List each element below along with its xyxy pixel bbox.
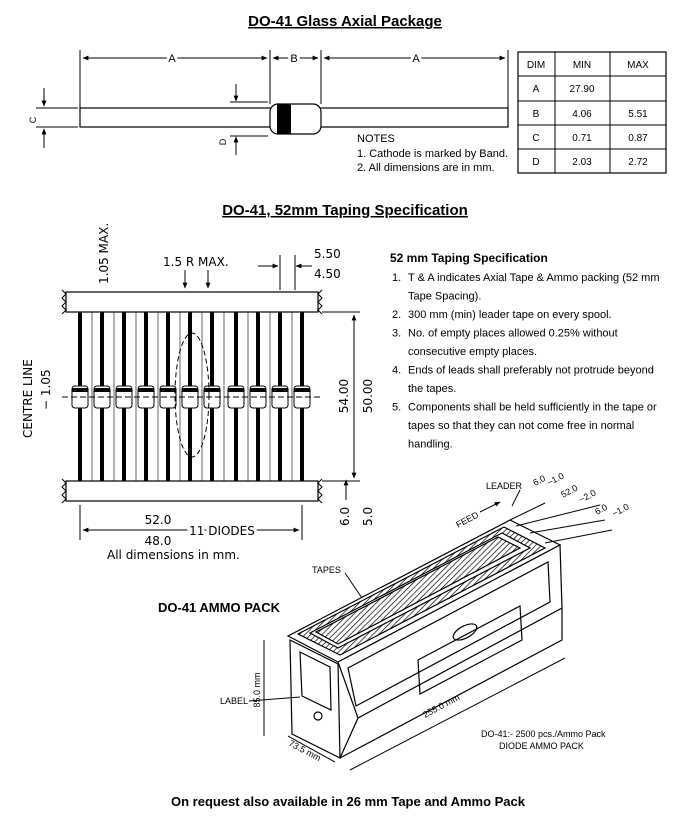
table-cell: 4.06 bbox=[572, 109, 592, 120]
table-cell: 0.87 bbox=[628, 133, 648, 144]
tape-diode-band bbox=[72, 388, 88, 392]
table-cell: C bbox=[532, 133, 539, 144]
table-cell: 0.71 bbox=[572, 133, 592, 144]
table-cell: D bbox=[532, 157, 539, 168]
spec-item-number: 3. bbox=[392, 328, 401, 340]
spec-item-text: Tape Spacing). bbox=[408, 291, 481, 303]
lead-dim-value: −1.0 bbox=[610, 502, 630, 519]
lead-dim-value: −2.0 bbox=[577, 488, 597, 505]
table-cell: 5.51 bbox=[628, 109, 648, 120]
spec-item-number: 5. bbox=[392, 402, 401, 414]
table-cell: A bbox=[533, 84, 540, 95]
spec-item-text: 300 mm (min) leader tape on every spool. bbox=[408, 309, 612, 321]
taping-title: DO-41, 52mm Taping Specification bbox=[222, 202, 468, 219]
h54-label: 54.00 bbox=[337, 379, 351, 413]
label-leader-line bbox=[248, 696, 301, 702]
table-cell: 2.72 bbox=[628, 157, 648, 168]
spec-item-number: 2. bbox=[392, 309, 401, 321]
diodes-label: 11 DIODES bbox=[189, 524, 255, 538]
tape-diode-band bbox=[116, 388, 132, 392]
pitch-max-label: 5.50 bbox=[314, 247, 341, 261]
table-header-min: MIN bbox=[573, 60, 591, 71]
ammo-title: DO-41 AMMO PACK bbox=[158, 600, 281, 615]
table-cell: B bbox=[533, 109, 540, 120]
dim-d-label: D bbox=[218, 138, 228, 145]
radius-label: 1.5 R MAX. bbox=[163, 255, 229, 269]
leader-label: LEADER bbox=[486, 481, 523, 491]
package-title: DO-41 Glass Axial Package bbox=[248, 13, 442, 30]
w48-label: 48.0 bbox=[145, 534, 172, 548]
spec-item-text: T & A indicates Axial Tape & Ammo packin… bbox=[408, 272, 660, 284]
spec-item-text: handling. bbox=[408, 439, 453, 451]
tape-diode-band bbox=[294, 388, 310, 392]
label-label: LABEL bbox=[220, 696, 248, 706]
table-header-max: MAX bbox=[627, 60, 649, 71]
lead-dim-value: 6.0 bbox=[531, 473, 547, 488]
spec-list: 1. T & A indicates Axial Tape & Ammo pack… bbox=[392, 272, 660, 451]
w52-label: 52.0 bbox=[145, 513, 172, 527]
tapes-leader-line bbox=[344, 572, 363, 599]
table-cell: 2.03 bbox=[572, 157, 592, 168]
tape-b-label: 5.0 bbox=[361, 507, 375, 526]
lead-dims: 6.0−1.052.0−2.06.0−1.0 bbox=[531, 471, 630, 519]
spec-title: 52 mm Taping Specification bbox=[390, 251, 548, 265]
feed-label: FEED bbox=[454, 509, 480, 529]
footer-note: On request also available in 26 mm Tape … bbox=[171, 794, 526, 809]
spec-item-text: tapes so that they can not come free in … bbox=[408, 420, 634, 432]
tape-diode-band bbox=[160, 388, 176, 392]
lead-max-label: 1.05 MAX. bbox=[97, 223, 111, 284]
tape-diode-band bbox=[272, 388, 288, 392]
height-label: 85.0 mm bbox=[252, 672, 262, 707]
spec-item-text: consecutive empty places. bbox=[408, 346, 537, 358]
dimension-table: DIM MIN MAX A 27.90 B 4.06 5.51 C 0.71 0… bbox=[517, 51, 667, 174]
note-1: 1. Cathode is marked by Band. bbox=[357, 148, 508, 160]
lead-dim-value: 6.0 bbox=[593, 502, 609, 517]
dim-a-right-label: A bbox=[412, 53, 420, 65]
tape-diode-band bbox=[204, 388, 220, 392]
tape-diode-band bbox=[250, 388, 266, 392]
table-header-dim: DIM bbox=[527, 60, 545, 71]
feed-arrow bbox=[479, 501, 501, 513]
cathode-band bbox=[277, 104, 291, 134]
dim-b-label: B bbox=[290, 53, 297, 65]
tape-diode-band bbox=[138, 388, 154, 392]
tape-diode-band bbox=[228, 388, 244, 392]
h50-label: 50.00 bbox=[361, 379, 375, 413]
spec-item-number: 4. bbox=[392, 365, 401, 377]
tape-diode-band bbox=[182, 388, 198, 392]
centre-line-label: CENTRE LINE bbox=[21, 359, 35, 438]
tape-diode-band bbox=[94, 388, 110, 392]
spec-item-text: the tapes. bbox=[408, 383, 456, 395]
centre-tol-label: − 1.05 bbox=[39, 369, 53, 410]
spec-item-text: No. of empty places allowed 0.25% withou… bbox=[408, 328, 618, 340]
length-dim-line bbox=[349, 657, 566, 771]
tape-drawing bbox=[61, 289, 323, 504]
spec-item-number: 1. bbox=[392, 272, 401, 284]
width-dim-line bbox=[287, 735, 336, 763]
spec-item-text: Components shall be held sufficiently in… bbox=[408, 402, 657, 414]
dim-a-left-label: A bbox=[168, 53, 176, 65]
notes-title: NOTES bbox=[357, 133, 395, 145]
pitch-min-label: 4.50 bbox=[314, 267, 341, 281]
lead-dim-value: 52.0 bbox=[559, 483, 579, 500]
ammo-name-label: DIODE AMMO PACK bbox=[499, 741, 584, 751]
tapes-label: TAPES bbox=[312, 565, 341, 575]
ammo-box bbox=[286, 519, 563, 759]
spec-item-text: Ends of leads shall preferably not protr… bbox=[408, 365, 654, 377]
note-2: 2. All dimensions are in mm. bbox=[357, 162, 495, 174]
tape-a-label: 6.0 bbox=[338, 507, 352, 526]
dim-c-label: C bbox=[28, 116, 38, 123]
qty-label: DO-41:- 2500 pcs./Ammo Pack bbox=[481, 729, 606, 739]
leader-tape bbox=[509, 489, 613, 544]
units-label: All dimensions in mm. bbox=[107, 548, 240, 562]
lead-dim-value: −1.0 bbox=[545, 471, 565, 488]
table-cell: 27.90 bbox=[569, 84, 594, 95]
